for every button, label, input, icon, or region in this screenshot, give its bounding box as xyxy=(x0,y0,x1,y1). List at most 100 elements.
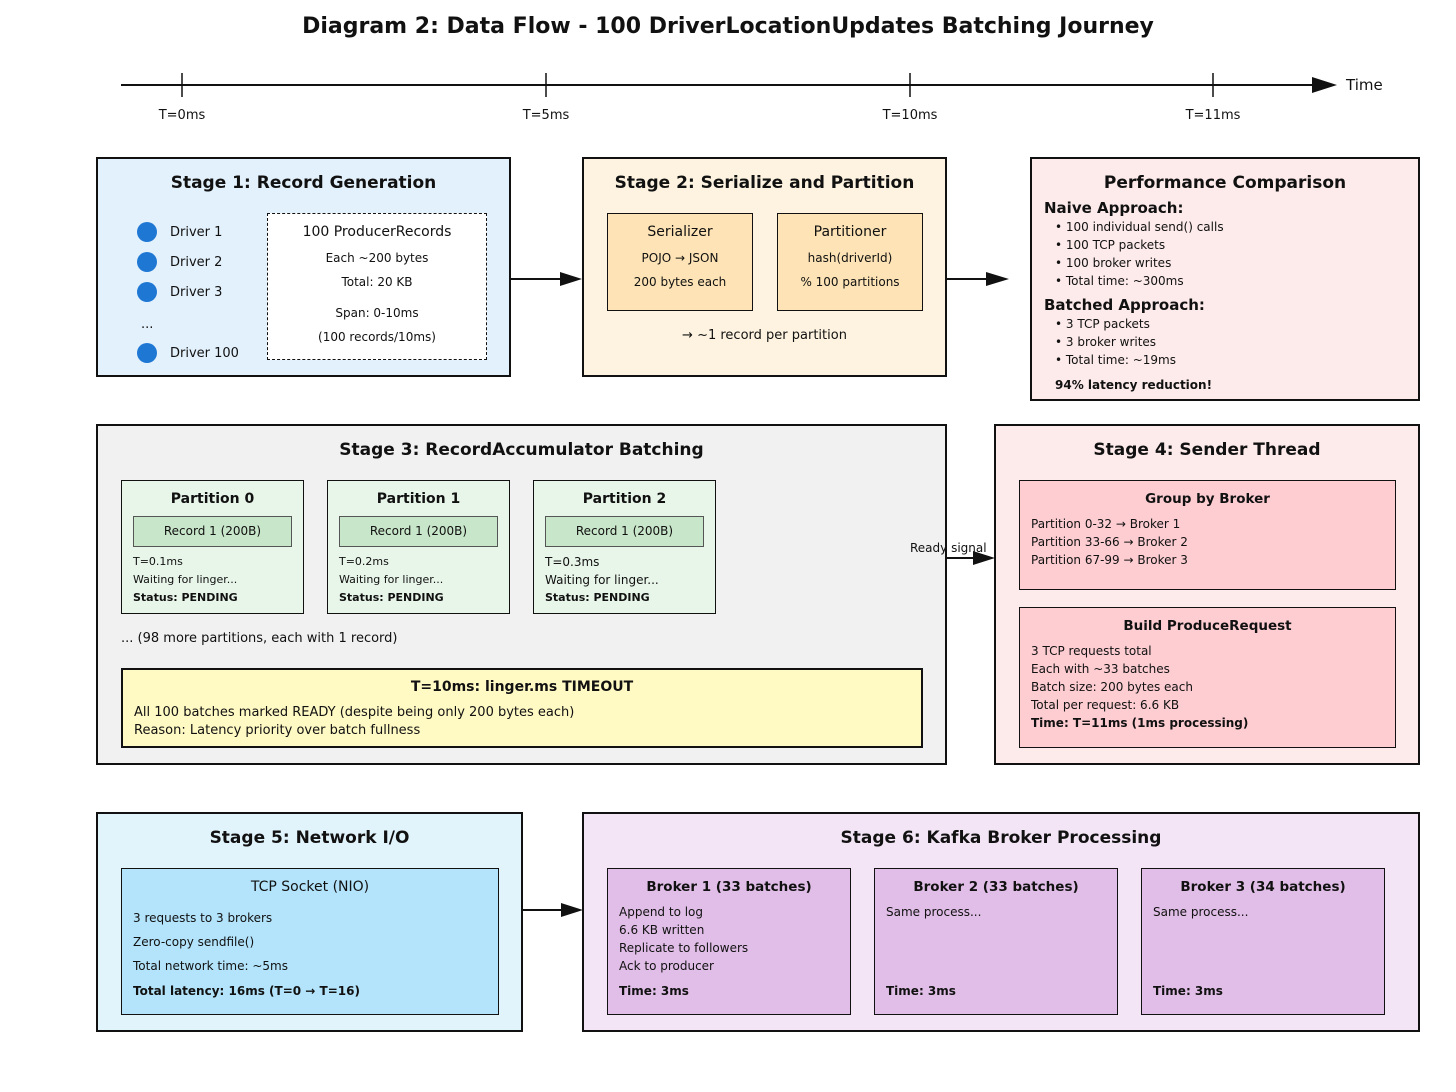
linger-timeout-line: All 100 batches marked READY (despite be… xyxy=(134,705,575,720)
tcp-socket-line: 3 requests to 3 brokers xyxy=(133,911,273,925)
partition-status: Status: PENDING xyxy=(545,591,650,604)
stage6-panel: Stage 6: Kafka Broker Processing Broker … xyxy=(582,812,1420,1032)
driver-label: Driver 3 xyxy=(170,285,223,300)
group-by-broker-line: Partition 33-66 → Broker 2 xyxy=(1031,535,1188,549)
timeline-tick-label: T=10ms xyxy=(882,108,938,123)
build-produce-request-box: Build ProduceRequest 3 TCP requests tota… xyxy=(1019,607,1396,748)
broker-time: Time: 3ms xyxy=(1153,984,1223,998)
producer-records-line: Each ~200 bytes xyxy=(325,251,429,265)
batched-item: • 3 TCP packets xyxy=(1055,317,1150,331)
more-partitions-note: ... (98 more partitions, each with 1 rec… xyxy=(121,631,398,646)
driver-label: Driver 100 xyxy=(170,346,239,361)
broker-line: Same process... xyxy=(1153,905,1249,919)
linger-timeout-box: T=10ms: linger.ms TIMEOUT All 100 batche… xyxy=(121,668,923,748)
driver-dot xyxy=(137,343,157,363)
naive-title: Naive Approach: xyxy=(1044,199,1184,217)
stage3-panel: Stage 3: RecordAccumulator Batching Part… xyxy=(96,424,947,765)
broker-line: Same process... xyxy=(886,905,982,919)
partitioner-box: Partitioner hash(driverId) % 100 partiti… xyxy=(777,213,923,311)
stage6-title: Stage 6: Kafka Broker Processing xyxy=(840,828,1162,848)
driver-dot xyxy=(137,282,157,302)
driver-dot xyxy=(137,252,157,272)
build-produce-request-line: Batch size: 200 bytes each xyxy=(1031,680,1193,694)
latency-reduction: 94% latency reduction! xyxy=(1055,378,1213,392)
partition-card: Partition 2 Record 1 (200B) T=0.3ms Wait… xyxy=(533,480,716,614)
batched-item: • 3 broker writes xyxy=(1055,335,1157,349)
broker-line: Ack to producer xyxy=(619,959,714,973)
broker-title: Broker 1 (33 batches) xyxy=(646,879,812,895)
partitioner-line: % 100 partitions xyxy=(800,275,900,289)
naive-item: • Total time: ~300ms xyxy=(1055,274,1184,288)
tcp-socket-box: TCP Socket (NIO) 3 requests to 3 brokers… xyxy=(121,868,499,1015)
broker-title: Broker 3 (34 batches) xyxy=(1180,879,1346,895)
total-latency: Total latency: 16ms (T=0 → T=16) xyxy=(133,984,360,998)
stage5-panel: Stage 5: Network I/O TCP Socket (NIO) 3 … xyxy=(96,812,523,1032)
record-box: Record 1 (200B) xyxy=(339,516,498,547)
build-produce-request-line: Total per request: 6.6 KB xyxy=(1031,698,1180,712)
partition-waiting: Waiting for linger... xyxy=(545,573,659,587)
broker-title: Broker 2 (33 batches) xyxy=(913,879,1079,895)
producer-records-title: 100 ProducerRecords xyxy=(302,224,452,240)
partition-time: T=0.1ms xyxy=(133,555,183,568)
build-produce-request-line: 3 TCP requests total xyxy=(1031,644,1152,658)
tcp-socket-line: Total network time: ~5ms xyxy=(133,959,288,973)
linger-timeout-title: T=10ms: linger.ms TIMEOUT xyxy=(410,679,634,695)
stage2-note: → ~1 record per partition xyxy=(682,328,847,343)
driver-dot xyxy=(137,222,157,242)
naive-item: • 100 individual send() calls xyxy=(1055,220,1224,234)
stage4-title: Stage 4: Sender Thread xyxy=(1093,440,1321,460)
tcp-socket-line: Zero-copy sendfile() xyxy=(133,935,255,949)
group-by-broker-box: Group by Broker Partition 0-32 → Broker … xyxy=(1019,480,1396,590)
broker-line: Append to log xyxy=(619,905,704,919)
group-by-broker-title: Group by Broker xyxy=(1145,491,1270,507)
producer-records-box: 100 ProducerRecords Each ~200 bytes Tota… xyxy=(267,213,487,360)
group-by-broker-line: Partition 67-99 → Broker 3 xyxy=(1031,553,1188,567)
partition-status: Status: PENDING xyxy=(339,591,444,604)
ready-signal-label: Ready signal xyxy=(910,541,987,555)
record-box: Record 1 (200B) xyxy=(133,516,292,547)
tcp-socket-title: TCP Socket (NIO) xyxy=(250,879,370,895)
driver-ellipsis: ... xyxy=(141,317,154,332)
broker-time: Time: 3ms xyxy=(619,984,689,998)
partition-title: Partition 0 xyxy=(170,491,255,507)
producer-records-span: (100 records/10ms) xyxy=(318,330,436,344)
flow-arrow-stage5-to-stage6 xyxy=(523,903,583,917)
timeline-axis-label: Time xyxy=(1346,76,1383,94)
producer-records-span: Span: 0-10ms xyxy=(335,306,419,320)
stage5-title: Stage 5: Network I/O xyxy=(209,828,410,848)
build-produce-request-title: Build ProduceRequest xyxy=(1123,618,1292,634)
batched-title: Batched Approach: xyxy=(1044,296,1205,314)
producer-records-line: Total: 20 KB xyxy=(341,275,413,289)
serializer-box: Serializer POJO → JSON 200 bytes each xyxy=(607,213,753,311)
partition-title: Partition 2 xyxy=(582,491,667,507)
timeline-tick-label: T=5ms xyxy=(522,108,570,123)
timeline-tick-label: T=11ms xyxy=(1185,108,1241,123)
partition-status: Status: PENDING xyxy=(133,591,238,604)
naive-item: • 100 TCP packets xyxy=(1055,238,1166,252)
serializer-title: Serializer xyxy=(647,224,713,240)
serializer-line: POJO → JSON xyxy=(641,251,719,265)
group-by-broker-line: Partition 0-32 → Broker 1 xyxy=(1031,517,1181,531)
broker-time: Time: 3ms xyxy=(886,984,956,998)
partition-time: T=0.2ms xyxy=(339,555,389,568)
partition-card: Partition 0 Record 1 (200B) T=0.1ms Wait… xyxy=(121,480,304,614)
partitioner-title: Partitioner xyxy=(813,224,887,240)
broker-card: Broker 2 (33 batches) Same process... Ti… xyxy=(874,868,1118,1015)
stage4-panel: Stage 4: Sender Thread Group by Broker P… xyxy=(994,424,1420,765)
batched-item: • Total time: ~19ms xyxy=(1055,353,1176,367)
stage1-panel: Stage 1: Record Generation Driver 1 Driv… xyxy=(96,157,511,377)
broker-line: Replicate to followers xyxy=(619,941,749,955)
performance-title: Performance Comparison xyxy=(1103,173,1347,193)
performance-panel: Performance Comparison Naive Approach: •… xyxy=(1030,157,1420,401)
broker-card: Broker 3 (34 batches) Same process... Ti… xyxy=(1141,868,1385,1015)
stage3-title: Stage 3: RecordAccumulator Batching xyxy=(339,440,704,460)
stage2-title: Stage 2: Serialize and Partition xyxy=(614,173,915,193)
linger-timeout-line: Reason: Latency priority over batch full… xyxy=(134,723,421,738)
stage1-title: Stage 1: Record Generation xyxy=(170,173,437,193)
build-produce-request-time: Time: T=11ms (1ms processing) xyxy=(1031,716,1249,730)
serializer-line: 200 bytes each xyxy=(633,275,727,289)
flow-arrow-stage1-to-stage2 xyxy=(511,272,582,286)
driver-label: Driver 2 xyxy=(170,255,223,270)
partition-waiting: Waiting for linger... xyxy=(339,573,444,586)
build-produce-request-line: Each with ~33 batches xyxy=(1031,662,1170,676)
